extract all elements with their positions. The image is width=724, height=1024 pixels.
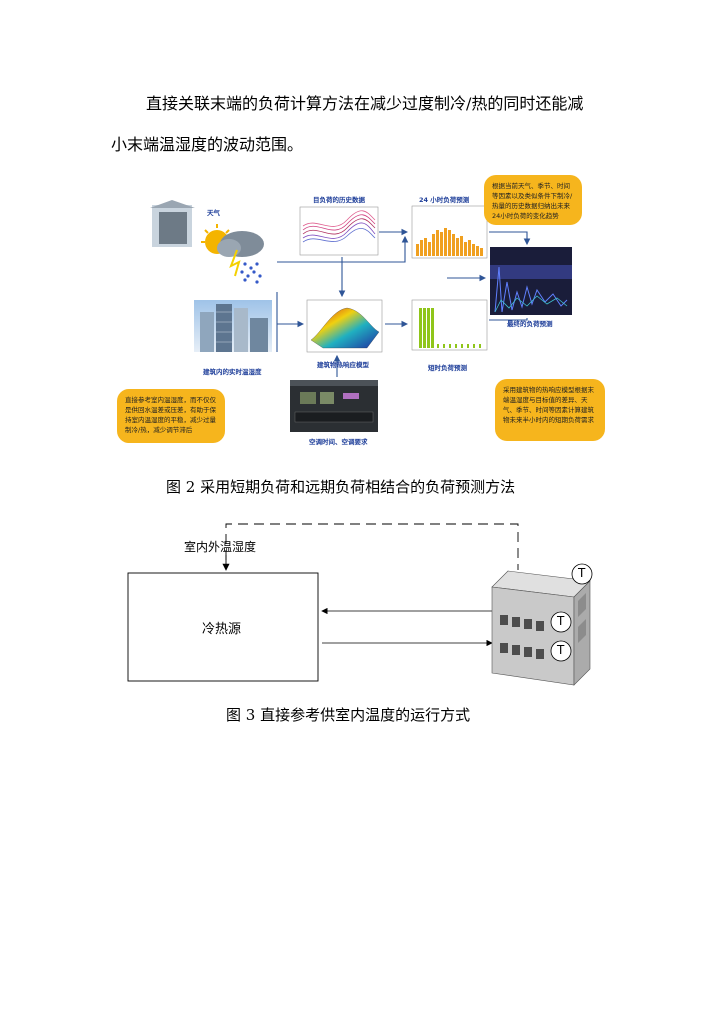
label-ac-schedule: 空调时间、空调要求 [309, 438, 368, 446]
paragraph-line-2: 小末端温湿度的波动范围。 [111, 135, 304, 154]
weather-icon [201, 224, 264, 284]
sensor-t-mid: T [557, 614, 565, 628]
short-term-chart [411, 299, 488, 351]
figure-2: 天气 目负荷的历史数据 24 小时负荷预测 最终的负荷预测 建筑物热响应模型 建… [117, 172, 607, 462]
callout-right: 采用建筑物的热响应模型根据末端温湿度与目标值的差异、天气、季节、时间等因素计算建… [495, 379, 605, 441]
building-photo-top [150, 200, 195, 247]
label-thermal-model: 建筑物热响应模型 [317, 361, 369, 369]
building-icon [491, 570, 591, 686]
callout-left: 直接参考室内温湿度，而不仅仅是供回水温差或压差，有助于保持室内温湿度的平稳，减少… [117, 389, 225, 443]
thermal-model-surface [306, 299, 383, 353]
sensor-icons [550, 563, 593, 662]
source-label: 冷热源 [202, 622, 242, 637]
paragraph-line-1: 直接关联末端的负荷计算方法在减少过度制冷/热的同时还能减 [146, 94, 584, 113]
history-load-chart [299, 206, 379, 256]
sensor-t-bottom: T [557, 643, 565, 657]
feedback-dashed-line [225, 523, 519, 570]
figure-2-caption: 图 2 采用短期负荷和远期负荷相结合的负荷预测方法 [166, 478, 516, 496]
city-buildings-photo [194, 300, 272, 352]
input-label: 室内外温湿度 [184, 540, 257, 554]
figure-3-caption: 图 3 直接参考供室内温度的运行方式 [226, 706, 471, 724]
label-history: 目负荷的历史数据 [313, 196, 365, 204]
label-weather: 天气 [207, 209, 220, 217]
final-forecast-chart [490, 247, 572, 315]
figure-3-diagram [127, 523, 593, 686]
ac-schedule-screenshot [290, 380, 378, 432]
figure-2-diagram [150, 200, 572, 432]
cold-heat-source-box [127, 572, 319, 682]
callout-top: 根据当前天气、季节、时间等因素以及类似条件下制冷/热量的历史数据归纳出未来24小… [484, 175, 582, 225]
sensor-t-top: T [578, 566, 586, 580]
figure-3: 室内外温湿度 冷热源 T T T [120, 515, 600, 690]
forecast-24h-chart [411, 205, 488, 259]
label-realtime-temp: 建筑内的实时温湿度 [203, 368, 262, 376]
label-short-term: 短时负荷预测 [428, 364, 467, 372]
flow-arrows [276, 228, 531, 377]
label-final-forecast: 最终的负荷预测 [507, 320, 553, 328]
label-forecast-24h: 24 小时负荷预测 [419, 196, 470, 204]
